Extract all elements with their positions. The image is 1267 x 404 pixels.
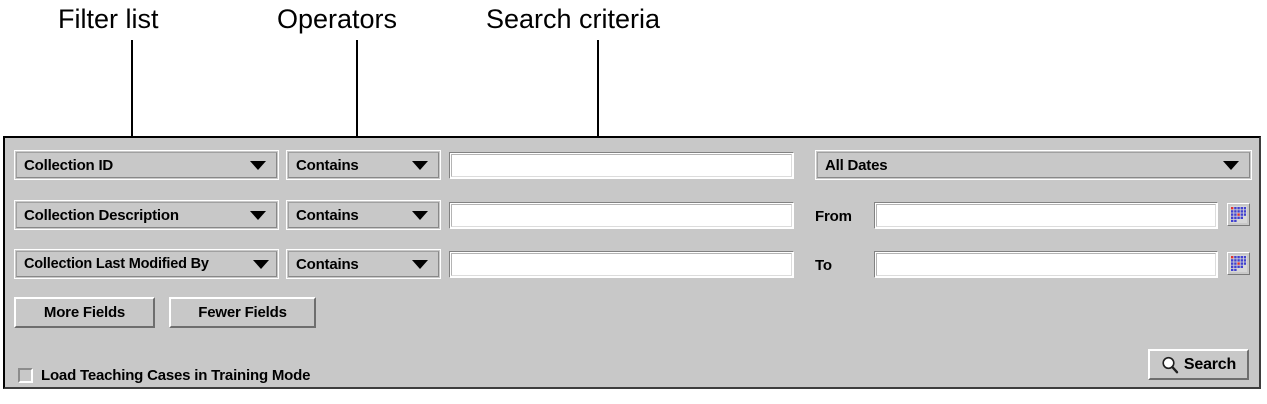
chevron-down-icon (250, 160, 266, 170)
annotation-label-search-criteria: Search criteria (486, 4, 661, 34)
search-criteria-input-2-field[interactable] (452, 205, 791, 226)
fewer-fields-button-label: Fewer Fields (198, 304, 287, 321)
training-mode-checkbox-label: Load Teaching Cases in Training Mode (41, 367, 311, 384)
search-button[interactable]: Search (1148, 349, 1249, 380)
leader-line-icon-search-criteria (597, 40, 599, 162)
filter-operator-select-3-value: Contains (296, 255, 359, 273)
date-to-input[interactable] (874, 251, 1218, 278)
chevron-down-icon (253, 259, 269, 269)
filter-operator-select-1[interactable]: Contains (286, 150, 441, 180)
annotation-label-operators: Operators (277, 4, 398, 34)
more-fields-button[interactable]: More Fields (14, 297, 155, 328)
training-mode-checkbox[interactable]: Load Teaching Cases in Training Mode (18, 367, 310, 384)
magnifier-icon (1162, 356, 1179, 373)
chevron-down-icon (412, 259, 428, 269)
filter-operator-select-3[interactable]: Contains (286, 249, 441, 279)
filter-field-select-2-value: Collection Description (24, 206, 179, 224)
chevron-down-icon (412, 160, 428, 170)
filter-operator-select-2[interactable]: Contains (286, 200, 441, 230)
date-to-picker-button[interactable] (1227, 252, 1250, 275)
search-criteria-input-3-field[interactable] (452, 254, 791, 275)
filter-field-select-1-value: Collection ID (24, 156, 114, 174)
filter-field-select-2[interactable]: Collection Description (14, 200, 279, 230)
date-to-input-field[interactable] (877, 254, 1215, 275)
checkbox-box-icon[interactable] (18, 368, 33, 383)
chevron-down-icon (412, 210, 428, 220)
leader-line-icon-operators (356, 40, 358, 167)
date-from-input-field[interactable] (877, 205, 1215, 226)
filter-operator-select-2-value: Contains (296, 206, 359, 224)
date-range-select[interactable]: All Dates (815, 150, 1252, 180)
date-to-label: To (815, 257, 832, 274)
calendar-icon (1230, 255, 1247, 272)
annotation-label-filter-list: Filter list (58, 4, 159, 34)
search-criteria-input-3[interactable] (449, 251, 794, 278)
calendar-icon (1230, 206, 1247, 223)
search-criteria-input-2[interactable] (449, 202, 794, 229)
date-from-label: From (815, 208, 852, 225)
filter-field-select-3[interactable]: Collection Last Modified By (14, 249, 279, 279)
search-criteria-input-1[interactable] (449, 152, 794, 179)
filter-operator-select-1-value: Contains (296, 156, 359, 174)
more-fields-button-label: More Fields (43, 304, 126, 321)
chevron-down-icon (250, 210, 266, 220)
search-criteria-input-1-field[interactable] (452, 155, 791, 176)
leader-line-icon-filter-list (131, 40, 133, 167)
filter-field-select-1[interactable]: Collection ID (14, 150, 279, 180)
date-range-select-value: All Dates (825, 156, 888, 174)
date-from-picker-button[interactable] (1227, 203, 1250, 226)
chevron-down-icon (1223, 160, 1239, 170)
date-from-input[interactable] (874, 202, 1218, 229)
search-panel: Collection ID Contains Collection Descri… (3, 136, 1261, 389)
fewer-fields-button[interactable]: Fewer Fields (169, 297, 316, 328)
search-button-label: Search (1183, 355, 1237, 373)
filter-field-select-3-value: Collection Last Modified By (24, 256, 209, 272)
